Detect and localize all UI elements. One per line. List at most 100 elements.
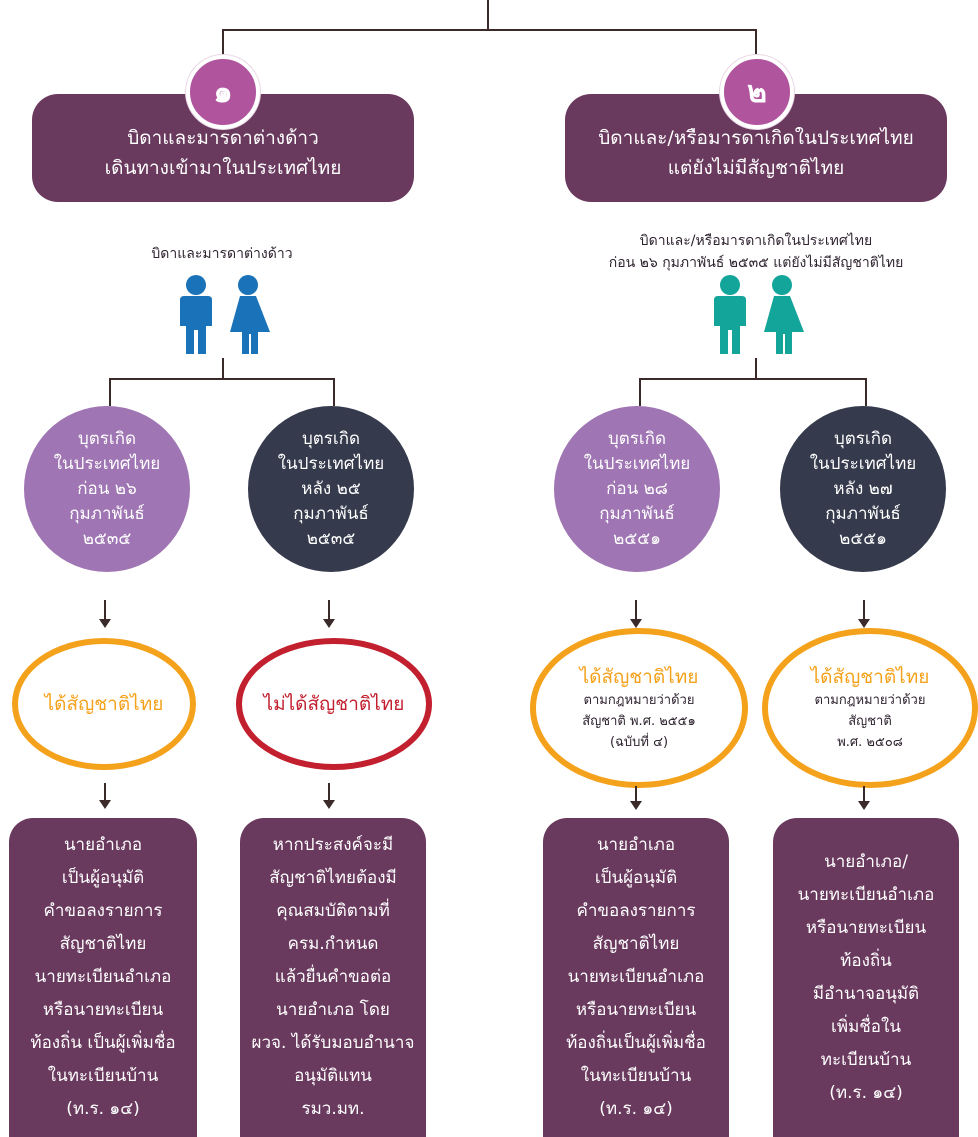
step1-parents-caption-line1: บิดาและมารดาต่างด้าว	[151, 246, 293, 262]
step1-branch-a-outcome-line3: คำขอลงรายการ	[43, 901, 163, 921]
step2-branch-bar	[639, 378, 867, 380]
step2-father-icon-body	[714, 296, 746, 354]
step2-parents-caption-line1: บิดาและ/หรือมารดาเกิดในประเทศไทย	[639, 233, 873, 249]
step1-branch-a-outcome-line4: สัญชาติไทย	[59, 934, 147, 954]
step2-branch-b-result-sub2: สัญชาติ	[848, 713, 892, 729]
step2-branch-a-outcome-line1: นายอำเภอ	[596, 835, 676, 855]
step2-branch-b-outcome-line6: เพิ่มชื่อใน	[831, 1016, 901, 1037]
step2-branch-a-outcome-line8: ในทะเบียนบ้าน	[580, 1066, 692, 1086]
step2-branch-b-drop	[865, 378, 867, 406]
step2-branch-b-circle: บุตรเกิด ในประเทศไทย หลัง ๒๗ กุมภาพันธ์ …	[780, 406, 946, 572]
step1-branch-b-result-ring: ไม่ได้สัญชาติไทย	[236, 638, 432, 770]
step2-branch-a-result-sub3: (ฉบับที่ ๔)	[609, 734, 669, 750]
step2-number-badge: ๒	[720, 55, 794, 129]
step2-parents-icon	[714, 275, 804, 354]
step2-branch-a-outcome-line2: เป็นผู้อนุมัติ	[594, 868, 678, 888]
step1-branch-a-outcome-line1: นายอำเภอ	[63, 835, 143, 855]
step1-branch-a-outcome-line7: ท้องถิ่น เป็นผู้เพิ่มชื่อ	[30, 1033, 176, 1053]
step2-branch-a-line4: กุมภาพันธ์	[599, 503, 675, 524]
step2-branch-b-outcome-line8: (ท.ร. ๑๔)	[829, 1082, 903, 1103]
step2-branch-b-outcome-line2: นายทะเบียนอำเภอ	[797, 884, 935, 905]
step1-branch-b-outcome-line6: นายอำเภอ โดย	[276, 1000, 390, 1020]
step1-heading-line1: บิดาและมารดาต่างด้าว	[127, 127, 319, 149]
step2-branch-a-line2: ในประเทศไทย	[583, 453, 691, 474]
step1-branch-b-outcome-line3: คุณสมบัติตามที่	[276, 901, 390, 921]
step1-parents-icon	[180, 275, 270, 354]
step2-branch-a-result-title: ได้สัญชาติไทย	[579, 665, 699, 688]
step2-branch-b-result-title: ได้สัญชาติไทย	[810, 665, 930, 688]
step1-branch-b-outcome-box: หากประสงค์จะมี สัญชาติไทยต้องมี คุณสมบัต…	[240, 818, 426, 1137]
step1-heading-line2: เดินทางเข้ามาในประเทศไทย	[104, 157, 342, 179]
step1-branch-a-arrow2	[99, 783, 111, 809]
step2-branch-b-outcome-line7: ทะเบียนบ้าน	[820, 1049, 912, 1070]
step1-branch-b-outcome-line5: แล้วยื่นคำขอต่อ	[274, 967, 392, 987]
step2-parents-stem	[755, 358, 757, 380]
step2-branch-a-line3: ก่อน ๒๘	[606, 478, 668, 499]
step1-branch-a-outcome-line5: นายทะเบียนอำเภอ	[34, 967, 172, 987]
step2-branch-a-outcome-line5: นายทะเบียนอำเภอ	[567, 967, 705, 987]
step1-number-badge: ๑	[186, 55, 260, 129]
step1-branch-a-circle: บุตรเกิด ในประเทศไทย ก่อน ๒๖ กุมภาพันธ์ …	[24, 406, 190, 572]
step1-branch-a-line4: กุมภาพันธ์	[69, 503, 145, 524]
step2-mother-icon-body	[764, 296, 804, 354]
step2-branch-a-outcome-line6: หรือนายทะเบียน	[575, 1000, 697, 1020]
step2-branch-a-line5: ๒๕๕๑	[613, 528, 661, 549]
step1-branch-a-outcome-line8: ในทะเบียนบ้าน	[47, 1066, 159, 1086]
step2-branch-b-line4: กุมภาพันธ์	[825, 503, 901, 524]
step1-mother-icon-head	[238, 275, 258, 295]
step1-branch-b-line4: กุมภาพันธ์	[293, 503, 369, 524]
step1-branch-a-line2: ในประเทศไทย	[53, 453, 161, 474]
step1-branch-b-line5: ๒๕๓๕	[306, 528, 356, 549]
step2-branch-a-outcome-line3: คำขอลงรายการ	[576, 901, 696, 921]
step1-branch-a-outcome-line9: (ท.ร. ๑๔)	[66, 1099, 140, 1119]
step1-branch-b-line2: ในประเทศไทย	[277, 453, 385, 474]
connector-to-step2	[755, 29, 757, 69]
step2-branch-a-result-sub2: สัญชาติ พ.ศ. ๒๕๕๑	[582, 713, 696, 729]
step1-branch-a-result-ring: ได้สัญชาติไทย	[12, 638, 196, 770]
step1-branch-a-line5: ๒๕๓๕	[82, 528, 132, 549]
step2-mother-icon-head	[772, 275, 792, 295]
step2-branch-a-drop	[639, 378, 641, 406]
step1-branch-a-result-title: ได้สัญชาติไทย	[44, 693, 164, 715]
step2-branch-b-outcome-line1: นายอำเภอ/	[824, 851, 908, 872]
step1-father-icon-head	[186, 275, 206, 295]
step1-branch-b-outcome-line4: ครม.กำหนด	[287, 934, 379, 954]
connector-to-step1	[222, 29, 224, 69]
step1-parents-stem	[222, 358, 224, 380]
step2-branch-b-line2: ในประเทศไทย	[809, 453, 917, 474]
step1-branch-b-outcome-line8: อนุมัติแทน	[294, 1066, 372, 1086]
step2-branch-b-arrow2	[858, 786, 870, 810]
step1-branch-a-arrow1	[99, 600, 111, 628]
step2-parents-caption: บิดาและ/หรือมารดาเกิดในประเทศไทย ก่อน ๒๖…	[566, 230, 946, 274]
step2-branch-a-result-sub1: ตามกฎหมายว่าด้วย	[583, 692, 695, 708]
step1-branch-b-line1: บุตรเกิด	[301, 428, 361, 449]
step2-branch-b-line3: หลัง ๒๗	[833, 478, 893, 499]
step1-branch-b-outcome-line7: ผวจ. ได้รับมอบอำนาจ	[251, 1033, 415, 1053]
step1-branch-b-outcome-line2: สัญชาติไทยต้องมี	[269, 868, 397, 888]
step2-branch-a-line1: บุตรเกิด	[607, 428, 667, 449]
step1-parents-caption: บิดาและมารดาต่างด้าว	[72, 243, 372, 265]
step1-branch-b-arrow2	[323, 783, 335, 809]
step2-branch-b-outcome-box: นายอำเภอ/ นายทะเบียนอำเภอ หรือนายทะเบียน…	[773, 818, 959, 1137]
step1-father-icon-body	[180, 296, 212, 354]
step2-branch-a-outcome-line4: สัญชาติไทย	[592, 934, 680, 954]
step1-mother-icon-body	[230, 296, 270, 354]
step1-branch-a-drop	[109, 378, 111, 406]
step1-branch-a-outcome-line2: เป็นผู้อนุมัติ	[61, 868, 145, 888]
step2-branch-b-outcome-line3: หรือนายทะเบียน	[805, 917, 927, 938]
step1-branch-b-drop	[333, 378, 335, 406]
step2-branch-a-result-ring: ได้สัญชาติไทย ตามกฎหมายว่าด้วย สัญชาติ พ…	[530, 628, 748, 788]
step2-branch-b-outcome-line5: มีอำนาจอนุมัติ	[812, 983, 920, 1004]
step2-branch-b-result-sub3: พ.ศ. ๒๕๐๘	[837, 734, 903, 750]
step2-branch-b-line5: ๒๕๕๑	[839, 528, 887, 549]
step2-branch-b-result-sub1: ตามกฎหมายว่าด้วย	[814, 692, 926, 708]
step2-branch-b-result-ring: ได้สัญชาติไทย ตามกฎหมายว่าด้วย สัญชาติ พ…	[762, 628, 978, 788]
step1-branch-b-circle: บุตรเกิด ในประเทศไทย หลัง ๒๕ กุมภาพันธ์ …	[248, 406, 414, 572]
top-connector-bar	[222, 29, 756, 31]
step2-branch-a-arrow1	[630, 600, 642, 628]
step1-branch-a-outcome-box: นายอำเภอ เป็นผู้อนุมัติ คำขอลงรายการ สัญ…	[9, 818, 197, 1137]
step1-branch-b-arrow1	[323, 600, 335, 628]
step2-father-icon-head	[720, 275, 740, 295]
step2-heading-line1: บิดาและ/หรือมารดาเกิดในประเทศไทย	[598, 127, 914, 149]
step1-branch-b-result-title: ไม่ได้สัญชาติไทย	[263, 693, 405, 715]
